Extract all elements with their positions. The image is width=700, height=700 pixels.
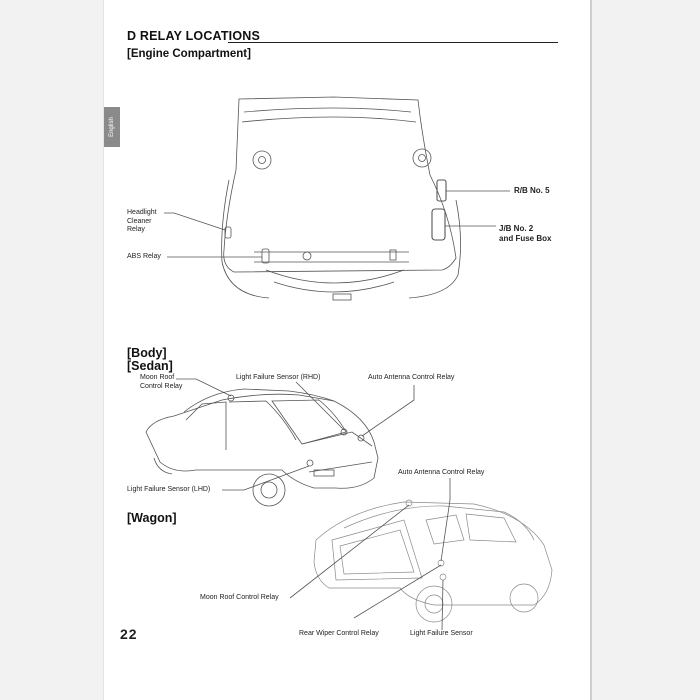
wagon-leader-lines: [289, 478, 451, 631]
jb-no2-label: J/B No. 2 and Fuse Box: [499, 224, 552, 243]
abs-relay-label: ABS Relay: [127, 253, 161, 260]
relay-location-illustrations: [145, 96, 553, 631]
sedan-drawing: [145, 378, 415, 507]
wagon-drawing: [313, 499, 553, 623]
engine-compartment-drawing: [164, 96, 510, 301]
rb-no5-label: R/B No. 5: [514, 186, 550, 195]
manual-page: D RELAY LOCATIONS [Engine Compartment] E…: [104, 0, 590, 700]
sedan-auto-antenna-control-relay-label: Auto Antenna Control Relay: [368, 374, 455, 381]
engine-compartment-heading: [Engine Compartment]: [127, 48, 251, 60]
title-rule: [228, 42, 558, 43]
wagon-moon-roof-control-relay-label: Moon Roof Control Relay: [200, 594, 279, 601]
rear-wiper-control-relay-label: Rear Wiper Control Relay: [299, 630, 379, 637]
light-failure-sensor-rhd-label: Light Failure Sensor (RHD): [236, 374, 321, 381]
sedan-heading: [Sedan]: [127, 359, 173, 373]
sedan-moon-roof-control-relay-label: Moon Roof Control Relay: [140, 374, 183, 390]
page-edge: [590, 0, 592, 700]
language-tab[interactable]: English: [104, 107, 120, 147]
wagon-light-failure-sensor-label: Light Failure Sensor: [410, 630, 473, 637]
light-failure-sensor-lhd-label: Light Failure Sensor (LHD): [127, 486, 211, 493]
wagon-heading: [Wagon]: [127, 511, 177, 525]
body-heading: [Body]: [127, 346, 167, 360]
page-number: 22: [120, 626, 138, 642]
section-title: D RELAY LOCATIONS: [127, 29, 261, 43]
wagon-auto-antenna-control-relay-label: Auto Antenna Control Relay: [398, 469, 485, 476]
headlight-cleaner-relay-label: Headlight Cleaner Relay: [127, 209, 157, 233]
